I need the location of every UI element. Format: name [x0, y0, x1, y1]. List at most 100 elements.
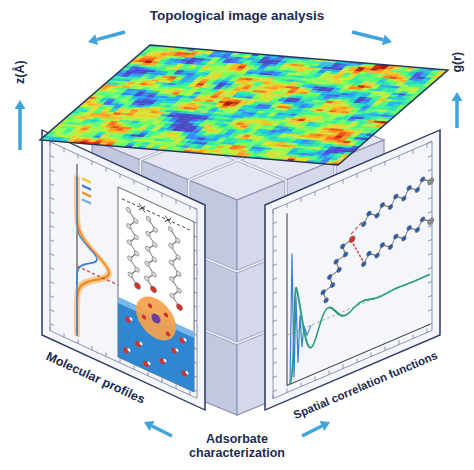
tick-mark	[50, 310, 54, 312]
tick-mark	[273, 210, 274, 214]
molecule-atom	[152, 256, 157, 263]
tick-mark	[428, 253, 432, 255]
tick-mark	[50, 226, 54, 228]
tick-mark	[273, 348, 277, 350]
profile-band	[77, 176, 109, 351]
tick-mark	[273, 306, 277, 308]
tick-mark	[315, 377, 316, 381]
shell-molecule	[166, 331, 170, 337]
tick-mark	[385, 347, 386, 351]
tick-mark	[50, 142, 54, 144]
molecule-bond	[171, 229, 180, 307]
molecule-atom	[135, 266, 140, 273]
tick-mark	[428, 197, 432, 199]
molecule-atom	[177, 287, 182, 294]
molecule-atom	[146, 230, 151, 237]
tick-mark	[427, 329, 428, 333]
molecule-atom	[361, 221, 366, 228]
tick-mark	[343, 180, 344, 184]
ion-shell	[136, 289, 176, 347]
molecule-bond	[129, 210, 138, 286]
molecule-atom	[176, 254, 181, 261]
molecule-atom	[380, 202, 385, 209]
tick-mark	[301, 198, 302, 202]
tick-mark	[428, 141, 432, 143]
tick-mark	[50, 198, 54, 200]
water-molecule	[171, 347, 177, 355]
tick-mark	[273, 278, 277, 280]
molecule-atom	[126, 207, 131, 214]
cube-seam-light	[189, 100, 335, 160]
tick-mark	[428, 225, 432, 227]
water-molecule	[143, 360, 149, 368]
tick-mark	[428, 239, 432, 241]
molecule-atom	[415, 227, 420, 234]
tick-mark	[148, 372, 149, 376]
tick-mark	[273, 208, 277, 210]
tick-mark	[50, 184, 54, 186]
tick-mark	[301, 383, 302, 387]
molecule-atom	[393, 193, 398, 200]
molecule-atom	[388, 204, 393, 211]
water-molecule	[130, 317, 133, 321]
tick-mark	[50, 268, 54, 270]
tick-mark	[287, 204, 288, 208]
tick-mark	[190, 391, 191, 395]
tick-mark	[176, 385, 177, 389]
molecule-atom	[175, 237, 180, 244]
molecule-atom	[330, 282, 335, 289]
molecule-atom	[145, 245, 150, 252]
interface-line	[77, 266, 118, 285]
tick-mark	[50, 324, 54, 326]
molecule-atom	[128, 271, 133, 278]
tick-mark	[162, 193, 163, 197]
tick-mark	[50, 254, 54, 256]
water-molecule	[181, 369, 187, 377]
tick-mark	[134, 180, 135, 184]
cross-mark	[165, 216, 171, 225]
r-axis	[287, 324, 430, 385]
molecule-atom	[380, 242, 385, 249]
tick-mark	[50, 156, 54, 158]
cross-mark	[139, 204, 145, 213]
molecule-atom	[170, 292, 175, 299]
tick-mark	[190, 206, 191, 210]
water-molecule	[135, 340, 141, 348]
snapshot-box	[118, 187, 194, 392]
molecule-atom	[393, 233, 398, 240]
tick-mark	[273, 334, 277, 336]
shell-molecule	[164, 312, 168, 318]
cube-seam	[189, 120, 335, 180]
tick-mark	[273, 376, 277, 378]
tick-mark	[428, 155, 432, 157]
top-boundary	[122, 199, 190, 230]
tick-mark	[371, 353, 372, 357]
molecule-atom	[168, 226, 173, 233]
tick-mark	[273, 292, 277, 294]
gr-axis	[286, 214, 287, 386]
molecule-atom	[169, 259, 174, 266]
water-molecule	[176, 348, 179, 352]
profile-curve	[77, 176, 109, 351]
molecule-atom	[420, 216, 425, 223]
tick-mark	[50, 282, 54, 284]
molecule-atom	[176, 271, 181, 278]
tick-mark	[120, 174, 121, 178]
tick-mark	[273, 362, 277, 364]
tick-mark	[413, 150, 414, 154]
tick-mark	[50, 240, 54, 242]
tick-mark	[343, 365, 344, 369]
water-molecule	[164, 358, 167, 362]
molecule-atom	[128, 255, 133, 262]
cube-seam-light	[189, 120, 335, 180]
panel-ground	[42, 130, 205, 410]
tick-mark	[329, 186, 330, 190]
molecule-atom	[324, 297, 329, 304]
tick-mark	[92, 346, 93, 350]
heatmap-plane	[40, 45, 449, 165]
tick-mark	[176, 200, 177, 204]
molecule-atom	[127, 239, 132, 246]
tick-mark	[428, 309, 432, 311]
tick-mark	[273, 222, 277, 224]
